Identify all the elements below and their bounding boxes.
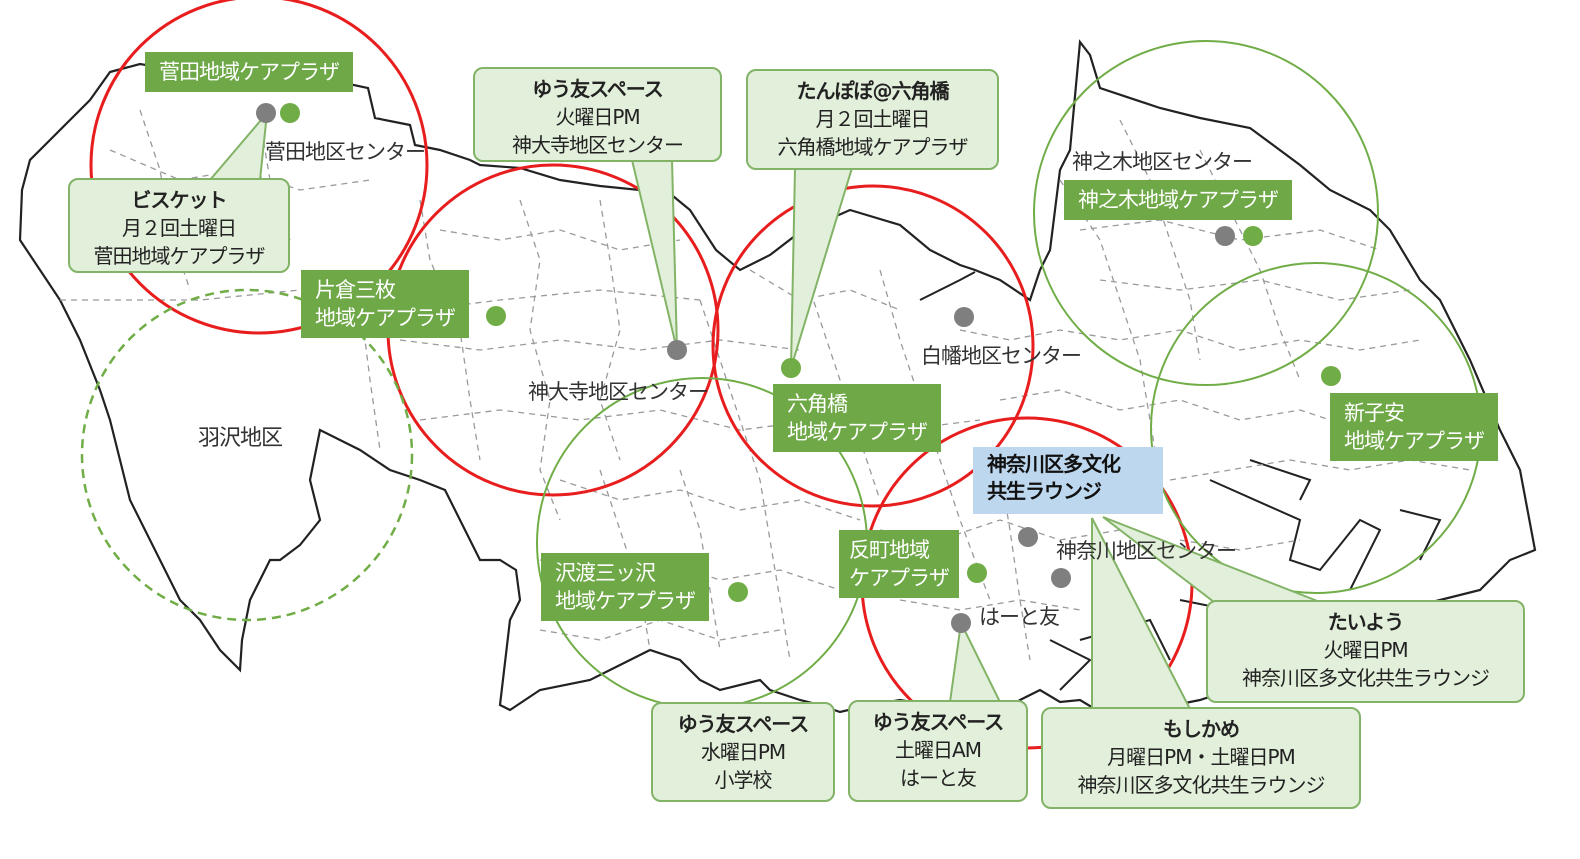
gray-dot [667,340,687,360]
gray-dot [1018,527,1038,547]
ward-boundary [18,39,1537,722]
plaza-label-line: 六角橋 [787,392,848,416]
lounge-label: 神奈川区多文化 共生ラウンジ [973,447,1163,514]
kanonoki-center-label: 神之木地区センター [1072,150,1253,174]
gray-dot [954,307,974,327]
callout-line: はーと友 [900,766,977,790]
gray-dot [1215,226,1235,246]
callout-moshikame: もしかめ 月曜日PM・土曜日PM 神奈川区多文化共生ラウンジ [1041,707,1361,809]
callout-line: 水曜日PM [700,740,786,764]
green-dot [486,306,506,326]
plaza-label-shinkoyasu: 新子安 地域ケアプラザ [1330,393,1498,461]
facility-dots [256,103,1341,633]
jindaiji-center-label: 神大寺地区センター [528,380,709,404]
callout-yuutomo-wed: ゆう友スペース 水曜日PM 小学校 [651,702,835,802]
plaza-label-tanmachi: 反町地域 ケアプラザ [839,530,959,598]
coverage-circle-rokkakubashi [711,184,1035,508]
sugata-center-label: 菅田地区センター [265,140,426,164]
coverage-circle-kanonoki [1033,40,1379,386]
plaza-label-line: 片倉三枚 [315,278,396,302]
plaza-label-sawatari: 沢渡三ッ沢 地域ケアプラザ [541,553,709,621]
gray-dot [951,613,971,633]
shirahata-center-label: 白幡地区センター [921,344,1082,368]
callout-line: 火曜日PM [1323,638,1408,662]
green-dot [728,582,748,602]
callout-line: 菅田地域ケアプラザ [93,244,266,268]
plaza-label-rokkakubashi: 六角橋 地域ケアプラザ [773,384,941,452]
kanagawa-center-label: 神奈川地区センター [1056,539,1237,563]
plaza-label-line: 地域ケアプラザ [315,306,456,330]
callout-title: たいよう [1327,610,1405,634]
plaza-label-line: 地域ケアプラザ [1344,429,1485,453]
gray-dot [256,103,276,123]
coverage-circle-sugata [89,0,429,335]
plaza-label-kanonoki: 神之木地域ケアプラザ [1064,180,1292,220]
callout-yuutomo-tue: ゆう友スペース 火曜日PM 神大寺地区センター [473,67,722,162]
callout-title: ゆう友スペース [532,77,664,101]
plaza-label-line: 反町地域 [849,538,930,562]
green-dot [1321,366,1341,386]
green-dot [1243,226,1263,246]
plaza-label-line: 地域ケアプラザ [555,589,696,613]
callout-pointer-yuutomo-sat [948,619,1002,703]
gray-dot [1051,568,1071,588]
callout-line: 神大寺地区センター [512,133,684,157]
callout-line: 火曜日PM [555,105,640,129]
heartomo-label: はーと友 [979,605,1060,629]
callout-line: 月２回土曜日 [122,216,237,240]
callout-biscuit: ビスケット 月２回土曜日 菅田地域ケアプラザ [68,178,290,273]
plaza-label-katakura: 片倉三枚 地域ケアプラザ [301,270,469,338]
plaza-label-line: 新子安 [1344,401,1405,425]
green-dot [967,563,987,583]
callout-tanpopo: たんぽぽ@六角橋 月２回土曜日 六角橋地域ケアプラザ [746,69,999,170]
coverage-circle-hazawa [80,288,414,622]
callout-title: ゆう友スペース [872,710,1005,734]
callout-line: 月曜日PM・土曜日PM [1107,745,1296,769]
callout-pointer-tanpopo [790,167,854,369]
callout-yuutomo-sat: ゆう友スペース 土曜日AM はーと友 [848,700,1028,802]
callout-line: 土曜日AM [895,738,982,762]
callout-pointer-biscuit [207,109,269,181]
callout-title: たんぽぽ@六角橋 [796,79,950,103]
callout-title: もしかめ [1163,717,1240,741]
callout-line: 神奈川区多文化共生ラウンジ [1242,666,1490,690]
callout-line: 月２回土曜日 [815,107,931,131]
callout-taiyou: たいよう 火曜日PM 神奈川区多文化共生ラウンジ [1206,600,1525,703]
plaza-label-line: 地域ケアプラザ [787,420,928,444]
callout-pointer-yuutomo-tue [630,159,678,351]
plaza-label-line: 沢渡三ッ沢 [555,561,656,585]
callout-title: ビスケット [131,188,228,212]
callout-title: ゆう友スペース [677,712,810,736]
callout-line: 六角橋地域ケアプラザ [777,135,969,159]
lounge-label-line: 共生ラウンジ [987,479,1102,503]
plaza-label-sugata: 菅田地域ケアプラザ [145,52,353,92]
lounge-label-line: 神奈川区多文化 [987,452,1121,476]
green-dot [781,358,801,378]
hazawa-district-label: 羽沢地区 [198,426,283,451]
green-dot [280,103,300,123]
plaza-label-line: ケアプラザ [849,566,950,590]
callout-line: 神奈川区多文化共生ラウンジ [1077,773,1326,797]
callout-line: 小学校 [714,768,773,792]
